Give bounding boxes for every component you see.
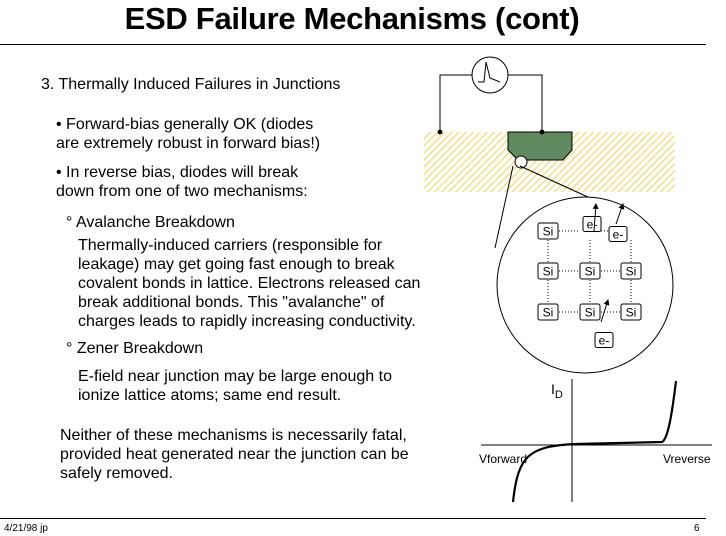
iv-curve xyxy=(511,380,678,503)
zener-line: E-field near junction may be large enoug… xyxy=(78,368,392,385)
si-atom: Si xyxy=(537,262,559,280)
si-atom: Si xyxy=(579,262,601,280)
avalanche-heading: ° Avalanche Breakdown xyxy=(66,214,235,231)
electron: e- xyxy=(594,332,614,348)
svg-text:Si: Si xyxy=(585,306,596,320)
lattice-boundary xyxy=(496,196,674,374)
si-atom: Si xyxy=(579,303,601,321)
zoom-lines xyxy=(494,165,591,249)
footer-date: 4/21/98 jp xyxy=(4,523,48,534)
si-atom: Si xyxy=(537,303,559,321)
bullet-forward-line-2: are extremely robust in forward bias!) xyxy=(56,135,321,152)
avalanche-line: Thermally-induced carriers (responsible … xyxy=(78,237,383,254)
svg-text:e-: e- xyxy=(599,334,610,348)
diffusion-region xyxy=(507,131,573,161)
si-atom: Si xyxy=(620,303,642,321)
svg-text:Si: Si xyxy=(543,265,554,279)
conclusion-line: provided heat generated near the junctio… xyxy=(60,446,409,463)
bullet-reverse-line-2: down from one of two mechanisms: xyxy=(56,183,308,200)
si-atom: Si xyxy=(537,222,559,240)
svg-text:Si: Si xyxy=(626,306,637,320)
svg-text:Si: Si xyxy=(626,265,637,279)
avalanche-line: leakage) may get going fast enough to br… xyxy=(78,256,395,273)
svg-text:e-: e- xyxy=(587,218,598,232)
footer-page-number: 6 xyxy=(694,523,700,534)
title-divider xyxy=(0,44,706,45)
page-title: ESD Failure Mechanisms (cont) xyxy=(124,1,580,36)
si-atom: Si xyxy=(620,262,642,280)
section-heading: 3. Thermally Induced Failures in Junctio… xyxy=(41,76,341,93)
electron: e- xyxy=(582,216,602,232)
bullet-reverse-line-1: • In reverse bias, diodes will break xyxy=(56,164,299,181)
junction-marker xyxy=(514,155,528,169)
electron: e- xyxy=(608,226,628,242)
zener-line: ionize lattice atoms; same end result. xyxy=(78,387,342,404)
bullet-forward-line-1: • Forward-bias generally OK (diodes xyxy=(56,116,314,133)
svg-text:Si: Si xyxy=(543,306,554,320)
footer-divider xyxy=(0,518,706,519)
svg-text:Si: Si xyxy=(543,225,554,239)
svg-text:e-: e- xyxy=(613,228,624,242)
conclusion-line: safely removed. xyxy=(60,465,173,482)
avalanche-line: covalent bonds in lattice. Electrons rel… xyxy=(78,275,421,292)
iv-curve-diagram: ID Vforward Vreverse xyxy=(479,379,712,503)
iv-y-label: ID xyxy=(551,381,563,401)
avalanche-line: break additional bonds. This "avalanche"… xyxy=(78,294,385,311)
iv-x-label-reverse: Vreverse xyxy=(663,452,711,466)
iv-x-label-forward: Vforward xyxy=(479,452,527,466)
pulse-source-icon xyxy=(471,56,509,94)
device-cross-section-diagram xyxy=(424,56,675,192)
zener-heading: ° Zener Breakdown xyxy=(66,340,204,357)
avalanche-line: charges leads to rapidly increasing cond… xyxy=(78,313,416,330)
conclusion-line: Neither of these mechanisms is necessari… xyxy=(60,427,407,444)
svg-text:Si: Si xyxy=(585,265,596,279)
